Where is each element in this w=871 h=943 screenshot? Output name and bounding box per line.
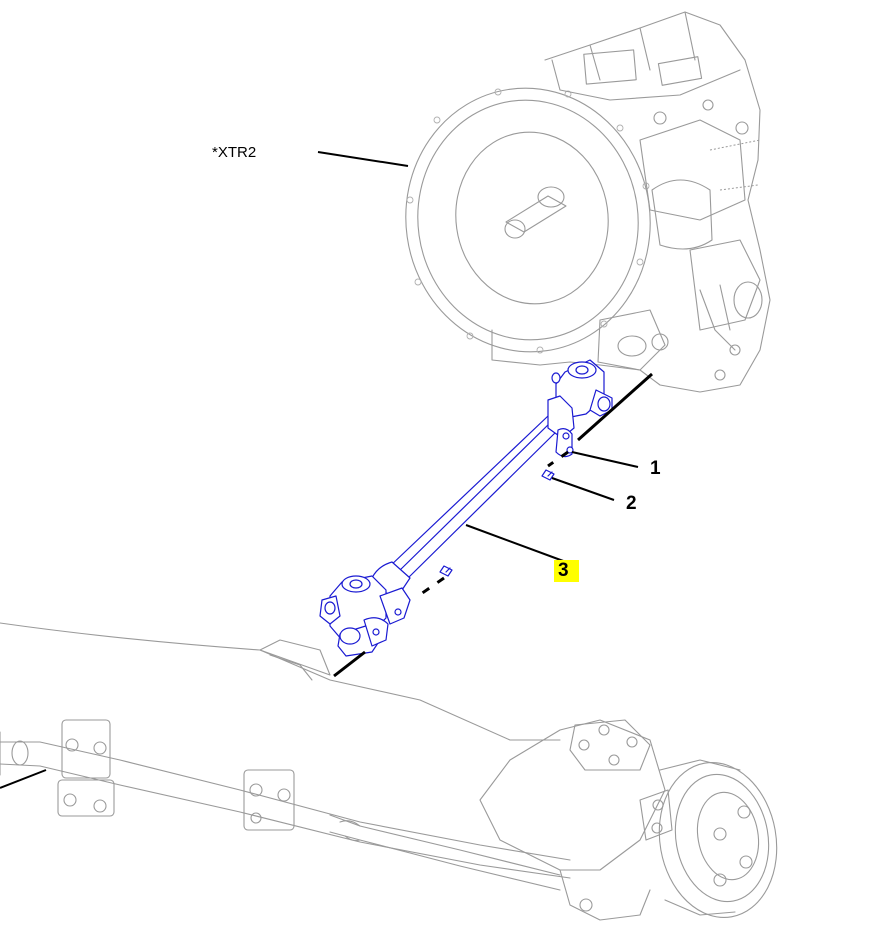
leader-2 (551, 477, 615, 501)
universal-joint-upper (547, 359, 613, 458)
transmission-housing (405, 11, 771, 393)
leader-lines (0, 151, 639, 789)
centerlines (333, 372, 653, 678)
leader-ref (317, 151, 409, 167)
leader-axle (0, 769, 47, 789)
leader-1 (571, 451, 639, 468)
callout-2: 2 (626, 493, 637, 514)
callout-3-highlighted: 3 (554, 560, 579, 582)
universal-joint-lower (319, 575, 411, 657)
wheel-hub (639, 759, 778, 919)
callout-1: 1 (650, 458, 661, 479)
axle-housing (0, 622, 778, 921)
reference-label: *XTR2 (212, 144, 257, 161)
leader-3 (465, 524, 567, 563)
drive-shaft (319, 359, 613, 657)
